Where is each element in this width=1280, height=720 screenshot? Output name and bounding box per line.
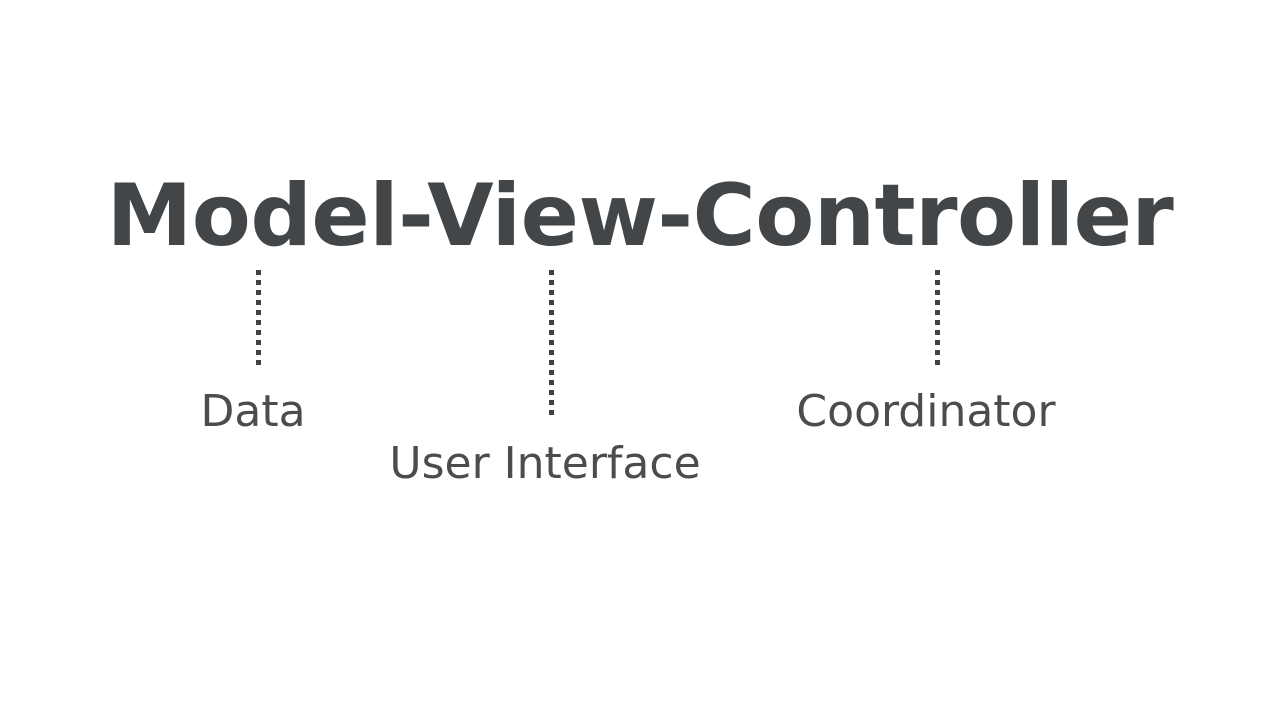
page-title: Model-View-Controller xyxy=(106,166,1174,266)
label-model-definition: Data xyxy=(200,386,306,437)
label-controller-definition: Coordinator xyxy=(796,386,1056,437)
label-view-definition: User Interface xyxy=(389,438,701,489)
view-connector-line xyxy=(549,270,554,419)
controller-connector-line xyxy=(935,270,940,366)
model-connector-line xyxy=(256,270,261,366)
